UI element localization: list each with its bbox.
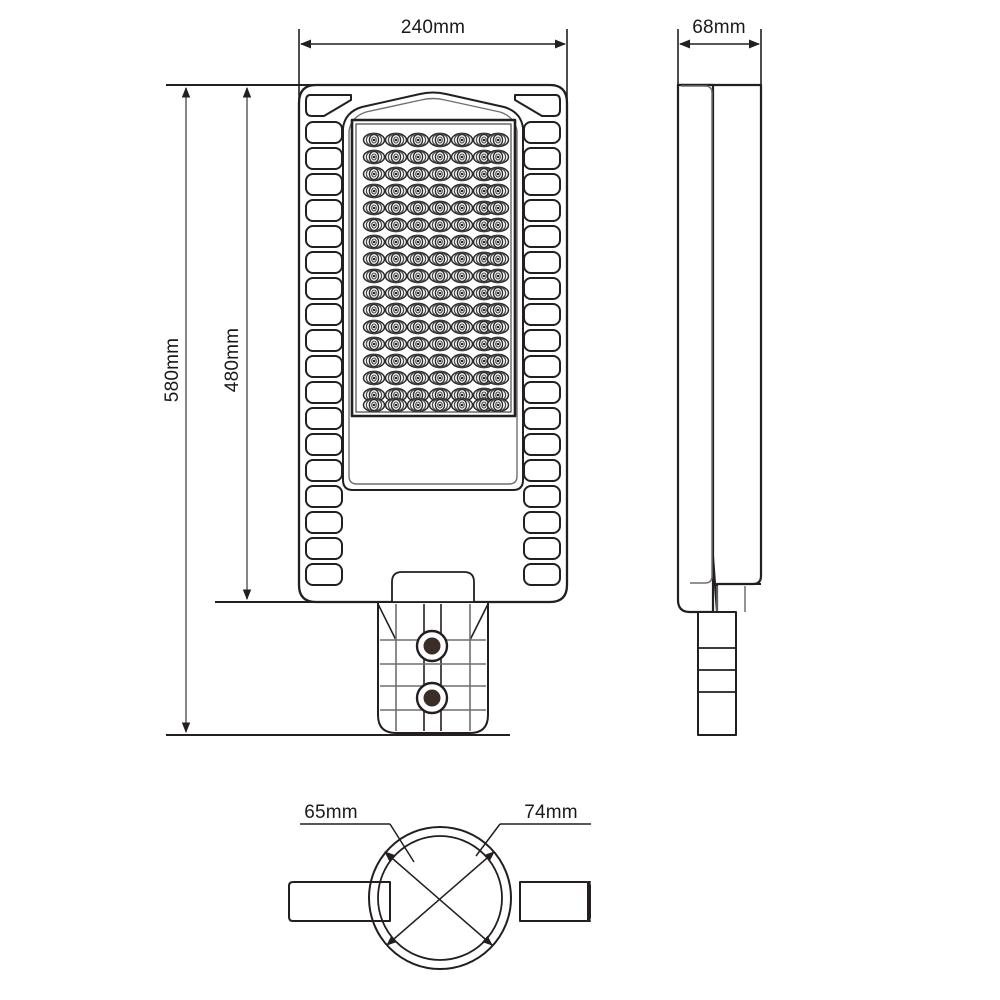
side-view: 68mm xyxy=(676,17,763,736)
mounting-bracket-front xyxy=(358,571,508,734)
dimension-depth-label: 68mm xyxy=(692,17,746,38)
heatsink-left xyxy=(305,94,352,586)
front-view: 240mm 580mm 480mm xyxy=(162,17,569,736)
dimension-outer-diameter: 74mm xyxy=(475,802,591,857)
mount-arm-right xyxy=(519,881,591,922)
mount-arm-left xyxy=(288,881,391,922)
bracket-bolt xyxy=(415,681,449,715)
dimension-width-label: 240mm xyxy=(401,17,465,38)
dimension-total-height: 580mm xyxy=(162,84,510,736)
bottom-view: 65mm 74mm xyxy=(288,802,591,970)
diameter-arrows xyxy=(384,851,495,946)
dimension-width: 240mm xyxy=(298,17,568,100)
side-bracket-stem xyxy=(697,611,737,736)
bracket-bolt xyxy=(415,629,449,663)
side-body-outline xyxy=(676,83,763,614)
dimension-inner-diameter: 65mm xyxy=(300,802,415,863)
mount-circles xyxy=(368,826,512,970)
dimension-housing-height-label: 480mm xyxy=(222,328,243,392)
dimension-outer-diameter-label: 74mm xyxy=(524,802,578,823)
dimension-total-height-label: 580mm xyxy=(162,338,183,402)
heatsink-right xyxy=(514,94,561,586)
dimension-inner-diameter-label: 65mm xyxy=(304,802,358,823)
